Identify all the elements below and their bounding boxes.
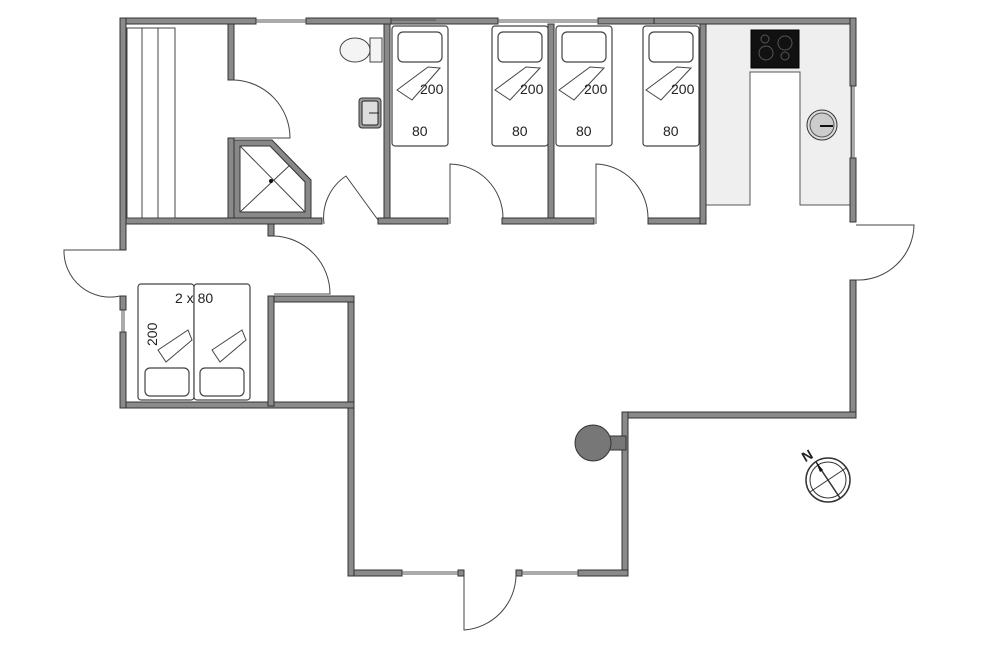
bed-4: 200 80 — [642, 25, 700, 147]
bed-3: 200 80 — [555, 25, 613, 147]
double-bed: 2 x 80 200 — [137, 283, 251, 401]
bed-width-label: 80 — [512, 123, 528, 139]
double-bed-length-label: 200 — [144, 322, 160, 346]
bed-width-label: 80 — [576, 123, 592, 139]
doors — [63, 79, 915, 631]
bed-width-label: 80 — [663, 123, 679, 139]
double-bed-width-label: 2 x 80 — [175, 290, 213, 306]
shower-icon — [233, 139, 312, 219]
bed-width-label: 80 — [412, 123, 428, 139]
hob-icon — [750, 29, 800, 69]
sink-icon — [358, 97, 382, 129]
interior-walls — [125, 23, 707, 237]
fireplace-icon — [574, 424, 627, 462]
bed-2: 200 80 — [491, 25, 549, 147]
bed-length-label: 200 — [420, 81, 444, 97]
exterior-walls — [119, 17, 857, 577]
bed-length-label: 200 — [671, 81, 695, 97]
toilet-icon — [339, 37, 383, 63]
kitchen-sink-icon — [806, 109, 838, 141]
bed-1: 200 80 — [391, 25, 449, 147]
bed-length-label: 200 — [584, 81, 608, 97]
sauna-bench — [126, 27, 176, 219]
bed-length-label: 200 — [520, 81, 544, 97]
windows — [121, 19, 855, 575]
compass-north-label: N — [799, 446, 816, 465]
compass-icon: N — [799, 446, 851, 503]
